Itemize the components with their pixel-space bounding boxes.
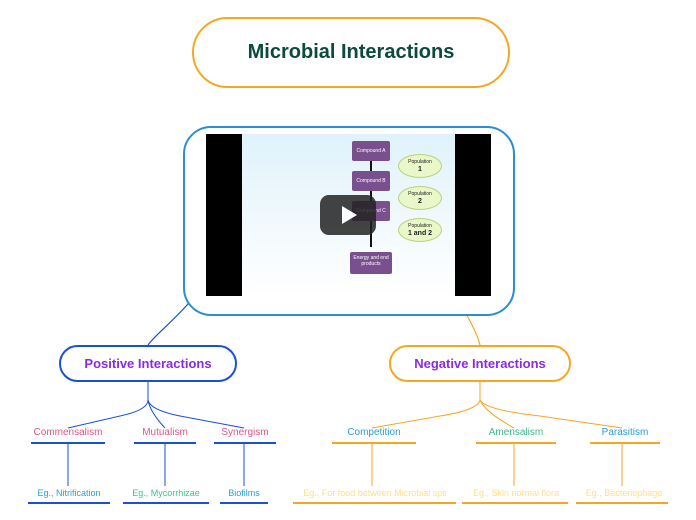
commensalism-underline: [31, 442, 105, 444]
positive-interactions-label: Positive Interactions: [84, 356, 212, 371]
nitrification-example[interactable]: Eg., Nitrification: [37, 488, 101, 498]
negative-interactions-label: Negative Interactions: [414, 356, 546, 371]
competition-label[interactable]: Competition: [347, 427, 401, 438]
positive-interactions-node[interactable]: Positive Interactions: [59, 345, 237, 382]
connector-pos-commensalism: [67, 382, 149, 429]
mycorrhizae-underline: [123, 502, 209, 504]
nitrification-underline: [28, 502, 110, 504]
connector-neg-parasitism: [479, 399, 623, 429]
parasitism-example[interactable]: Eg., Bacteriophage: [585, 488, 663, 498]
mutualism-underline: [134, 442, 196, 444]
negative-interactions-node[interactable]: Negative Interactions: [389, 345, 571, 382]
amensalism-label[interactable]: Amensalism: [488, 427, 544, 438]
connector-pos-synergism: [147, 399, 245, 429]
competition-example[interactable]: Eg., For food between Microbial sps: [303, 488, 447, 498]
play-button[interactable]: [320, 195, 376, 235]
compound-b-box: Compound B: [352, 171, 390, 191]
amensalism-underline: [476, 442, 556, 444]
root-topic-label: Microbial Interactions: [247, 41, 455, 63]
biofilms-underline: [220, 502, 268, 504]
synergism-underline: [214, 442, 276, 444]
parasitism-label[interactable]: Parasitism: [601, 427, 649, 438]
competition-example-underline: [293, 502, 456, 504]
parasitism-underline: [590, 442, 660, 444]
synergism-label[interactable]: Synergism: [221, 427, 269, 438]
mycorrhizae-example[interactable]: Eg., Mycorrhizae: [132, 488, 200, 498]
amensalism-example-underline: [462, 502, 568, 504]
biofilms-example[interactable]: Biofilms: [228, 488, 260, 498]
mutualism-label[interactable]: Mutualism: [142, 427, 188, 438]
connector-neg-competition: [371, 382, 481, 429]
commensalism-label[interactable]: Commensalism: [33, 427, 103, 438]
energy-box: Energy and end products: [350, 252, 392, 274]
compound-a-box: Compound A: [352, 141, 390, 161]
arrow-down-icon: [370, 161, 372, 171]
root-topic[interactable]: Microbial Interactions: [192, 17, 510, 88]
competition-underline: [332, 442, 416, 444]
parasitism-example-underline: [576, 502, 668, 504]
amensalism-example[interactable]: Eg., Skin normal flora: [472, 488, 560, 498]
